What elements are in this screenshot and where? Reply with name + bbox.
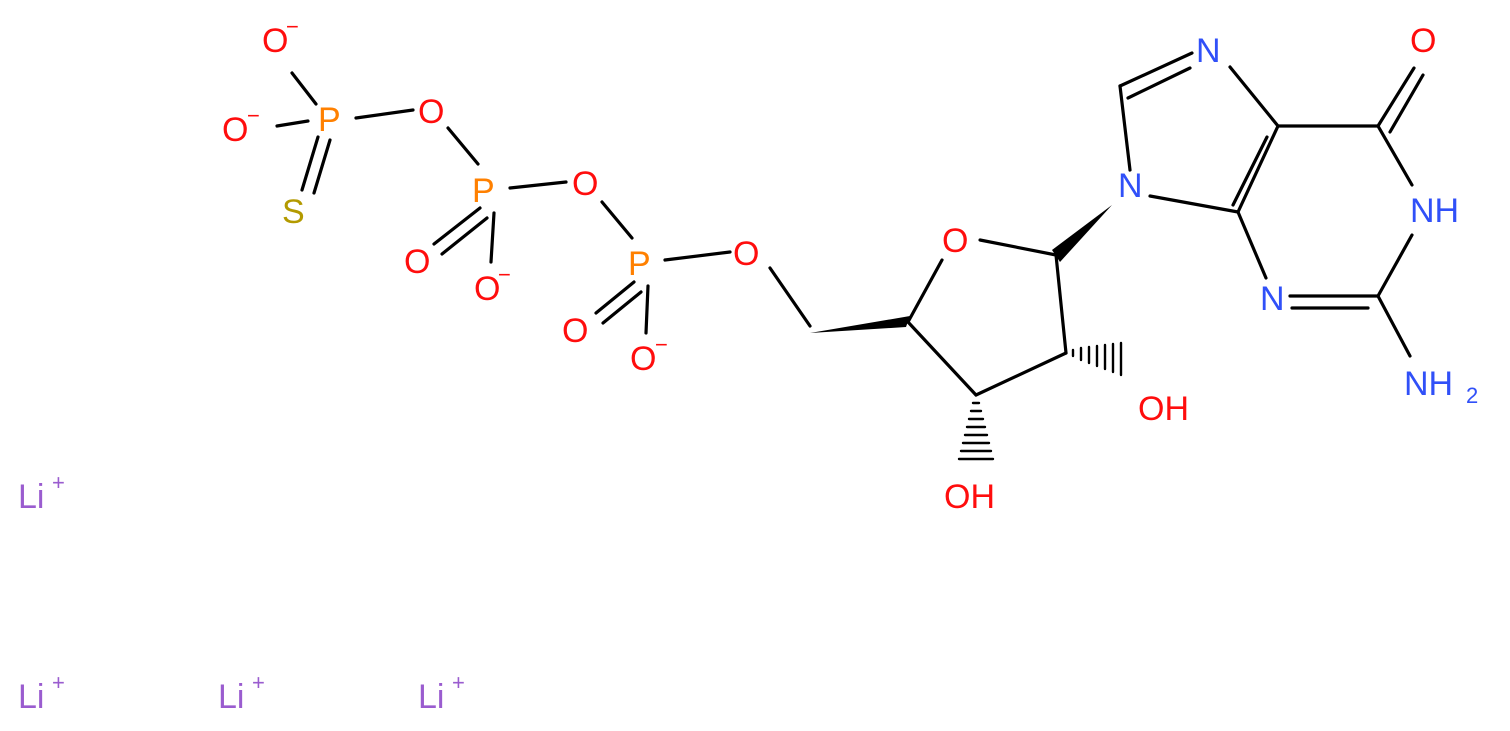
oxygen-atom-ring: O [942,222,968,260]
bond-c2-nh2 [1376,294,1412,358]
bond-c3-c4 [906,320,978,397]
charge-positive: + [452,670,465,695]
bond-c2-c3 [974,351,1068,397]
oxygen-atom-p2-negative: O [474,270,500,308]
phosphorus-atom-1: P [318,101,341,139]
bond-c6-o-a [1376,66,1416,128]
bond-c5-c4-b [1231,135,1269,207]
bond-p1-o-left [275,119,310,128]
lithium-ion: Li + [218,670,265,716]
phosphorus-atom-3: P [628,245,651,283]
bond-c1-c2 [1054,253,1068,355]
sulfur-atom: S [282,193,305,231]
bond-c8-n7-b [1126,66,1192,100]
hash-c3-oh [957,401,995,461]
bond-layer [275,51,1425,461]
charge-positive: + [252,670,265,695]
oxygen-atom-bridge-3: O [733,235,759,273]
bond-c6-o-b [1388,73,1425,134]
oxygen-atom-p3-double: O [562,312,588,350]
oxygen-atom-bridge-2: O [572,165,598,203]
bond-c6-n1 [1376,124,1414,187]
oxygen-atom-p2-double: O [404,243,430,281]
oxygen-atom-carbonyl: O [1410,22,1436,60]
counter-ions: Li + Li + Li + Li + [18,470,465,716]
phosphorus-atom-2: P [472,172,495,210]
bond-o-ring-c1 [978,238,1058,257]
bond-c5-c4-a [1236,124,1280,214]
oxygen-atom-left: O [222,111,248,149]
bond-p2-o-dbl-b [440,216,489,256]
lithium-label: Li [218,678,244,716]
bond-p3-o-bridge3 [663,250,732,262]
oxygen-atom-bridge-1: O [418,93,444,131]
bond-n9-c4 [1148,194,1240,214]
bond-c8-n7-a [1118,51,1194,88]
bond-o-bridge1-p2 [446,126,480,166]
amino-subscript: 2 [1466,383,1478,408]
charge-negative: − [286,14,299,39]
bond-p3-o-dbl-a [594,280,636,315]
bond-p1-s-b [312,138,332,195]
bond-p2-o-dbl-a [432,206,482,246]
nitrogen-atom-n7: N [1196,32,1221,70]
bond-n9-c8 [1118,84,1132,172]
charge-positive: + [52,470,65,495]
bond-p3-o-dbl-b [601,290,643,325]
charge-negative: − [247,103,260,128]
nitrogen-atom-n9: N [1118,167,1143,205]
bond-o-bridge2-p3 [600,200,634,240]
lithium-label: Li [418,678,444,716]
bond-p1-o-bridge1 [354,108,415,120]
hydroxyl-group-c3: OH [944,478,995,516]
bond-p2-o-neg [489,211,496,264]
charge-negative: − [498,262,511,287]
bond-c4-o-ring [906,258,944,324]
bond-p1-o-top [290,71,318,106]
bond-p1-s-a [300,135,320,192]
lithium-label: Li [18,678,44,716]
nitrogen-atom-n3: N [1260,280,1285,318]
oxygen-atom-p3-negative: O [630,340,656,378]
lithium-ion: Li + [18,470,65,516]
bond-c4-n3 [1236,210,1268,280]
wedge-c5-c4 [810,316,910,333]
lithium-label: Li [18,478,44,516]
hash-c2-oh [1071,341,1123,377]
bond-p3-o-neg [644,284,650,335]
lithium-ion: Li + [18,670,65,716]
amino-group: NH [1404,365,1453,403]
bond-p2-o-bridge2 [508,180,568,190]
charge-negative: − [655,332,668,357]
bond-n7-c5 [1228,65,1280,128]
hydroxyl-group-c2: OH [1138,390,1189,428]
bond-n1-c2 [1376,233,1414,298]
wedge-c1-n9 [1052,205,1112,262]
oxygen-atom-top: O [262,22,288,60]
charge-positive: + [52,670,65,695]
atom-layer: O − O − P O S P O O O − P O O O − O OH O… [222,14,1478,516]
nitrogen-atom-n1h: NH [1410,192,1459,230]
lithium-ion: Li + [418,670,465,716]
bond-o-bridge3-c5 [768,266,812,328]
